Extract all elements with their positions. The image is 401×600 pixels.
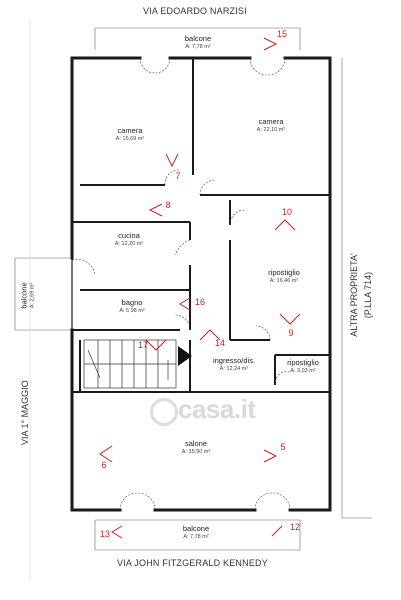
room-ingresso: ingresso/dis.A: 12,24 m² — [212, 356, 256, 372]
street-left: VIA 1° MAGGIO — [20, 380, 30, 445]
marker-label: 8 — [165, 200, 171, 210]
marker-label: 5 — [280, 442, 286, 452]
view-marker-icon — [263, 449, 278, 463]
marker-label: 7 — [175, 171, 181, 181]
view-marker-icon — [179, 297, 191, 311]
view-marker-icon — [199, 329, 221, 341]
view-marker-icon — [165, 153, 179, 168]
neighbor-label-2: (P.LLA 714) — [363, 271, 373, 319]
view-marker-icon — [99, 445, 113, 463]
watermark: casa.it — [178, 394, 256, 424]
street-bottom: VIA JOHN FITZGERALD KENNEDY — [117, 558, 268, 568]
watermark-logo-icon — [150, 398, 178, 426]
view-marker-icon — [148, 203, 163, 217]
marker-label: 9 — [288, 328, 294, 338]
marker-label: 13 — [99, 529, 111, 539]
view-marker-icon — [271, 525, 283, 537]
neighbor-label-1: ALTRA PROPRIETA' — [349, 253, 359, 337]
entrance-arrow-icon — [178, 346, 192, 366]
marker-label: 10 — [281, 207, 293, 217]
view-marker-icon — [111, 525, 123, 539]
marker-label: 17 — [137, 340, 149, 350]
marker-label: 16 — [194, 297, 206, 307]
view-marker-icon — [263, 37, 278, 51]
view-marker-icon — [274, 219, 296, 231]
marker-label: 15 — [276, 29, 288, 39]
marker-label: 14 — [214, 338, 226, 348]
view-marker-icon — [145, 339, 167, 351]
view-marker-icon — [279, 313, 301, 325]
marker-label: 12 — [289, 522, 301, 532]
marker-label: 6 — [101, 460, 107, 470]
street-top: VIA EDOARDO NARZISI — [143, 6, 247, 16]
